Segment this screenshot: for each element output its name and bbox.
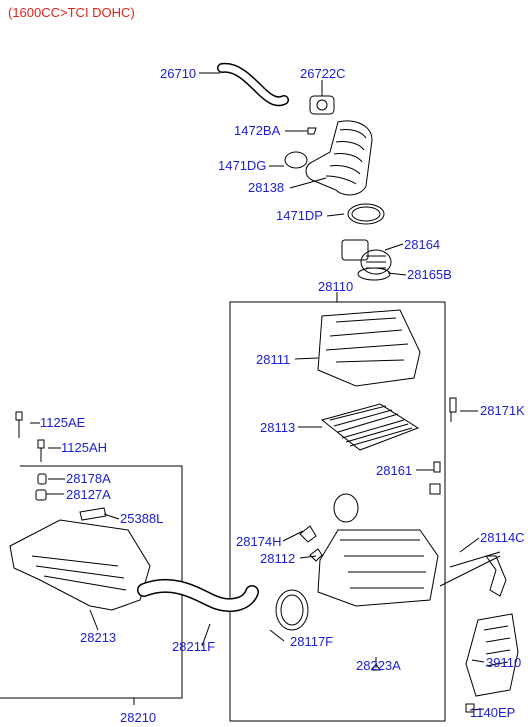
part-label-1125ae[interactable]: 1125AE: [40, 415, 86, 430]
part-label-28171k[interactable]: 28171K: [480, 403, 525, 418]
part-label-1472ba[interactable]: 1472BA: [234, 123, 281, 138]
part-label-28117f[interactable]: 28117F: [290, 634, 334, 649]
part-label-26722c[interactable]: 26722C: [300, 66, 346, 81]
part-label-28174h[interactable]: 28174H: [236, 534, 282, 549]
part-label-28138[interactable]: 28138: [248, 180, 285, 195]
part-label-28161[interactable]: 28161: [376, 463, 413, 478]
part-label-28213[interactable]: 28213: [80, 630, 117, 645]
part-label-28113[interactable]: 28113: [260, 420, 296, 435]
part-label-28111[interactable]: 28111: [256, 352, 291, 367]
part-label-28114c[interactable]: 28114C: [480, 530, 525, 545]
part-label-26710[interactable]: 26710: [160, 66, 197, 81]
part-label-1471dp[interactable]: 1471DP: [276, 208, 323, 223]
part-label-28223a[interactable]: 28223A: [356, 658, 401, 673]
part-label-28165b[interactable]: 28165B: [407, 267, 452, 282]
part-label-39110[interactable]: 39110: [486, 655, 522, 670]
part-label-25388l[interactable]: 25388L: [120, 511, 164, 526]
engine-spec-header: (1600CC>TCI DOHC): [8, 5, 135, 20]
part-label-28164[interactable]: 28164: [404, 237, 441, 252]
part-label-28127a[interactable]: 28127A: [66, 487, 111, 502]
part-label-28178a[interactable]: 28178A: [66, 471, 111, 486]
part-label-1471dg[interactable]: 1471DG: [218, 158, 267, 173]
part-label-28110[interactable]: 28110: [318, 279, 354, 294]
part-label-1125ah[interactable]: 1125AH: [61, 440, 108, 455]
part-label-28210[interactable]: 28210: [120, 710, 157, 725]
part-label-1140ep[interactable]: 1140EP: [470, 705, 516, 720]
part-label-28211f[interactable]: 28211F: [172, 639, 216, 654]
part-label-28112[interactable]: 28112: [260, 551, 296, 566]
